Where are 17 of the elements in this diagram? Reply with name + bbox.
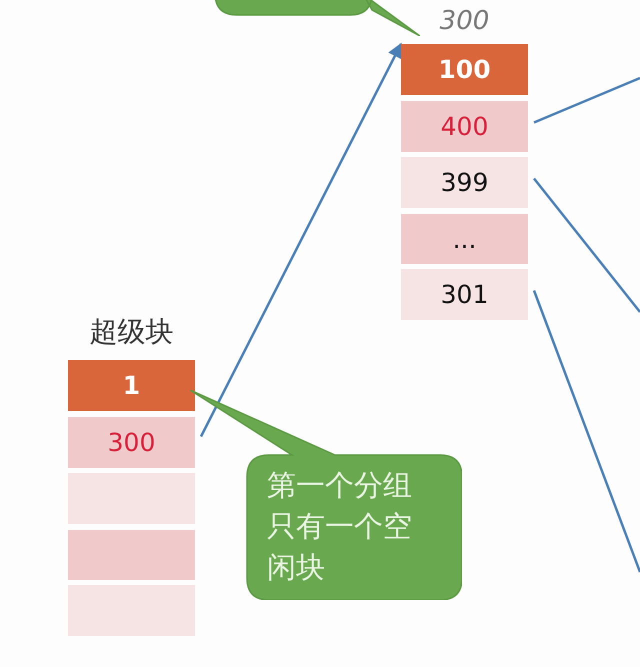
stack-heading: 300: [438, 5, 490, 38]
connector-line: [532, 290, 640, 572]
connector-line: [533, 178, 640, 313]
memory-cell: ...: [401, 214, 528, 264]
stack-heading: 超级块: [88, 314, 174, 350]
memory-cell: 100: [401, 44, 528, 95]
memory-cell: 301: [401, 269, 528, 320]
memory-cell: 300: [68, 417, 195, 468]
memory-cell: 399: [401, 157, 528, 208]
empty-memory-cell: [68, 585, 195, 636]
empty-memory-cell: [68, 473, 195, 524]
memory-cell: 400: [401, 101, 528, 152]
empty-memory-cell: [68, 530, 195, 580]
arrow: [200, 42, 402, 438]
callout-text: 第一个分组只有一个空闲块: [267, 467, 413, 586]
connector-line: [534, 76, 640, 124]
memory-cell: 1: [68, 360, 195, 411]
